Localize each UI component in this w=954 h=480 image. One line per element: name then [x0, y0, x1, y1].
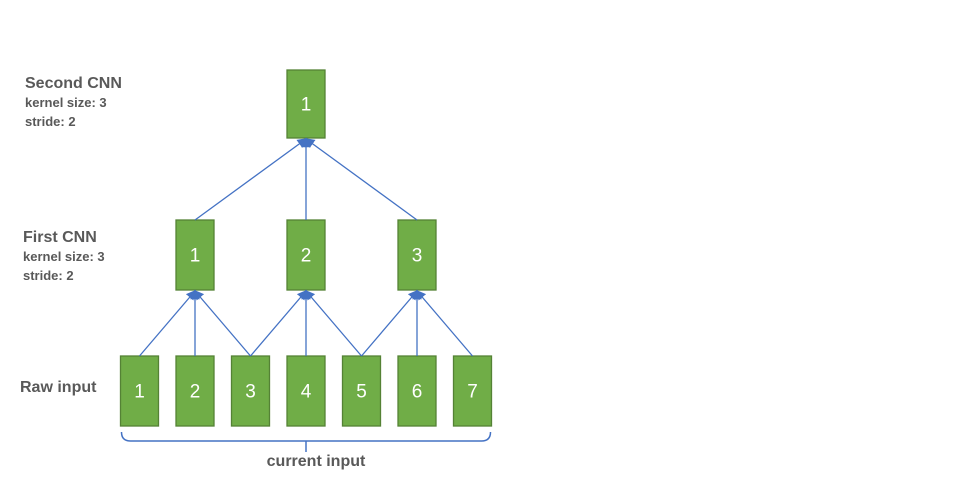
- raw-input-box-number: 5: [356, 382, 367, 403]
- raw-input-title: Raw input: [20, 379, 97, 396]
- raw-input-box-2: [175, 355, 215, 427]
- first-cnn-label-block: First CNN kernel size: 3 stride: 2: [23, 228, 105, 285]
- first-cnn-box-1: [175, 219, 215, 291]
- raw-input-box-3: [230, 355, 271, 427]
- current-input-brace: [120, 431, 492, 452]
- first-cnn-box-number: 1: [190, 246, 201, 267]
- second-cnn-label-block: Second CNN kernel size: 3 stride: 2: [25, 74, 122, 131]
- connection-arrow: [304, 138, 418, 221]
- second-cnn-stride: stride: 2: [25, 113, 76, 129]
- raw-input-box-6: [397, 355, 437, 427]
- connection-arrow: [416, 289, 473, 357]
- connection-arrow: [361, 289, 418, 357]
- raw-input-box-number: 7: [467, 382, 478, 403]
- raw-input-box-5: [341, 355, 382, 427]
- raw-input-box-1: [119, 355, 160, 427]
- raw-input-label-block: Raw input: [20, 378, 96, 398]
- raw-input-box-number: 4: [301, 382, 312, 403]
- brace-span-path: [120, 431, 492, 442]
- connection-arrow: [139, 289, 196, 357]
- connection-arrow: [250, 289, 307, 357]
- first-cnn-box-number: 3: [412, 246, 423, 267]
- first-cnn-stride: stride: 2: [23, 267, 74, 283]
- connection-arrow: [194, 289, 251, 357]
- first-cnn-box-3: [397, 219, 437, 291]
- first-cnn-box-number: 2: [301, 246, 312, 267]
- second-cnn-box-number: 1: [301, 95, 312, 116]
- layer-boxes-group: 1 1 2 3 1 2 3 4 5 6 7: [119, 69, 493, 427]
- second-cnn-kernel-size: kernel size: 3: [25, 95, 107, 110]
- second-cnn-title: Second CNN: [25, 75, 122, 92]
- first-cnn-kernel-size: kernel size: 3: [23, 249, 105, 264]
- current-input-label: current input: [266, 453, 366, 470]
- connection-arrow: [305, 289, 362, 357]
- raw-input-box-7: [452, 355, 493, 427]
- raw-input-box-number: 3: [245, 382, 256, 403]
- connection-arrows-group: [139, 137, 473, 357]
- second-cnn-box-1: [286, 69, 326, 139]
- raw-input-box-number: 6: [412, 382, 423, 403]
- connection-arrow: [194, 138, 308, 221]
- first-cnn-title: First CNN: [23, 229, 97, 246]
- raw-input-box-number: 1: [134, 382, 145, 403]
- raw-input-box-number: 2: [190, 382, 201, 403]
- raw-input-box-4: [286, 355, 326, 427]
